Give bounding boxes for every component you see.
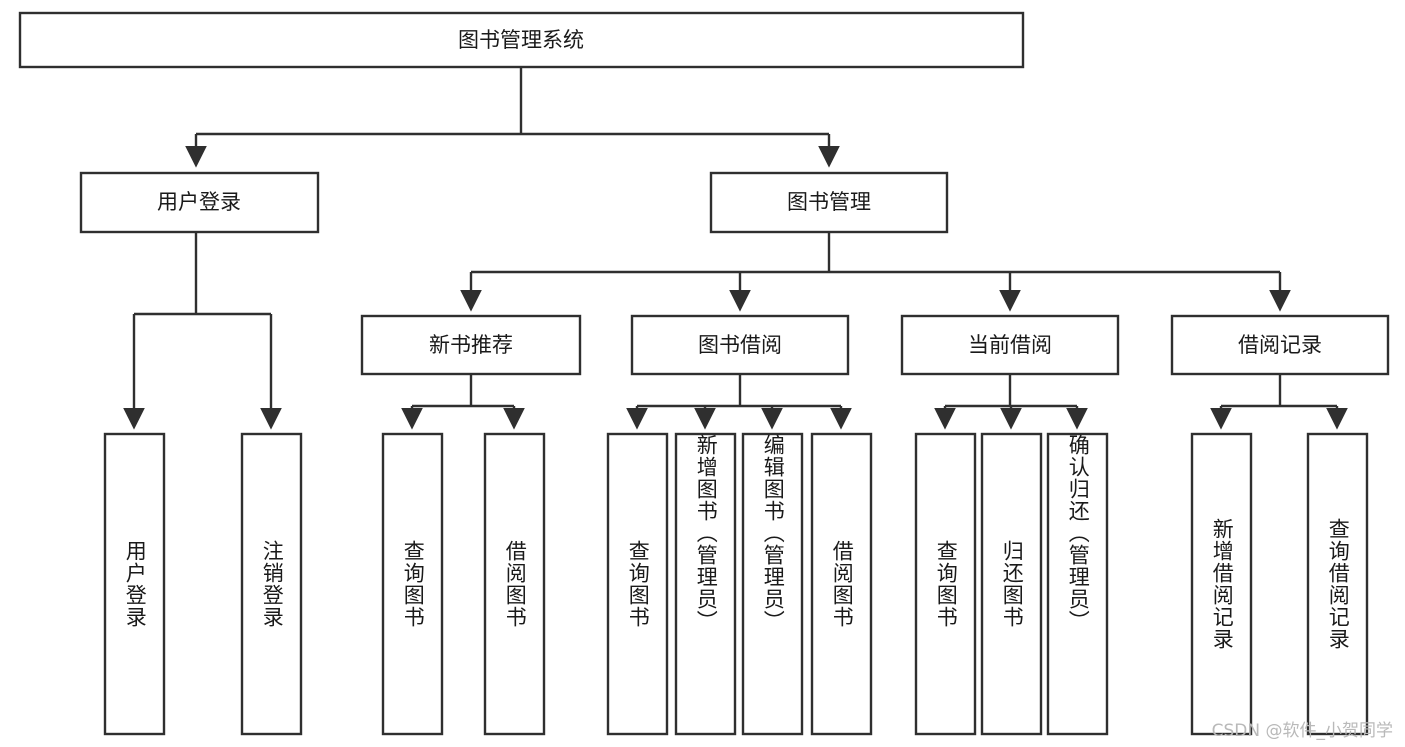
- leaf-borrow-book-box[interactable]: [810, 432, 873, 736]
- node-new-book-recommend-box[interactable]: [360, 314, 582, 376]
- leaf-logout-box[interactable]: [240, 432, 303, 736]
- node-new-book-recommend[interactable]: 新书推荐: [360, 314, 582, 376]
- node-borrow-record-label: 借阅记录: [1238, 333, 1322, 357]
- node-current-borrow-label: 当前借阅: [968, 333, 1052, 357]
- leaf-edit-book-box[interactable]: [741, 432, 804, 736]
- leaf-add-book-box[interactable]: [674, 432, 737, 736]
- node-root[interactable]: 图书管理系统: [18, 11, 1025, 69]
- node-user-login[interactable]: 用户登录: [79, 171, 320, 234]
- connector-group-current-borrow: [934, 374, 1088, 430]
- connector-group-new-book-recommend: [401, 374, 525, 430]
- node-book-manage-box[interactable]: [709, 171, 949, 234]
- leaf-return-book-box[interactable]: [980, 432, 1043, 736]
- connector-group-user-login: [123, 232, 282, 430]
- connector-group-book-manage: [460, 232, 1291, 312]
- node-borrow-record-box[interactable]: [1170, 314, 1390, 376]
- leaf-query-book-borrow-box[interactable]: [606, 432, 669, 736]
- leaf-query-record-box[interactable]: [1306, 432, 1369, 736]
- leaf-user-login-box[interactable]: [103, 432, 166, 736]
- leaf-borrow-book-rec-box[interactable]: [483, 432, 546, 736]
- leaf-add-record-box[interactable]: [1190, 432, 1253, 736]
- node-book-manage-label: 图书管理: [787, 190, 871, 214]
- node-current-borrow-box[interactable]: [900, 314, 1120, 376]
- connector-group-book-borrow: [626, 374, 852, 430]
- leaf-query-book-rec-box[interactable]: [381, 432, 444, 736]
- node-new-book-recommend-label: 新书推荐: [429, 333, 513, 357]
- leaf-confirm-return-box[interactable]: [1046, 432, 1109, 736]
- node-borrow-record[interactable]: 借阅记录: [1170, 314, 1390, 376]
- connector-group-root: [185, 67, 840, 168]
- node-book-borrow-label: 图书借阅: [698, 333, 782, 357]
- node-user-login-label: 用户登录: [157, 190, 241, 214]
- watermark: CSDN @软件_小贺同学: [1211, 721, 1393, 741]
- node-book-borrow[interactable]: 图书借阅: [630, 314, 850, 376]
- node-root-label: 图书管理系统: [458, 28, 584, 52]
- node-book-manage[interactable]: 图书管理: [709, 171, 949, 234]
- node-current-borrow[interactable]: 当前借阅: [900, 314, 1120, 376]
- node-user-login-box[interactable]: [79, 171, 320, 234]
- leaf-query-book-current-box[interactable]: [914, 432, 977, 736]
- leaf-boxes: [103, 432, 1369, 736]
- connector-group-borrow-record: [1210, 374, 1348, 430]
- node-root-box[interactable]: [18, 11, 1025, 69]
- node-book-borrow-box[interactable]: [630, 314, 850, 376]
